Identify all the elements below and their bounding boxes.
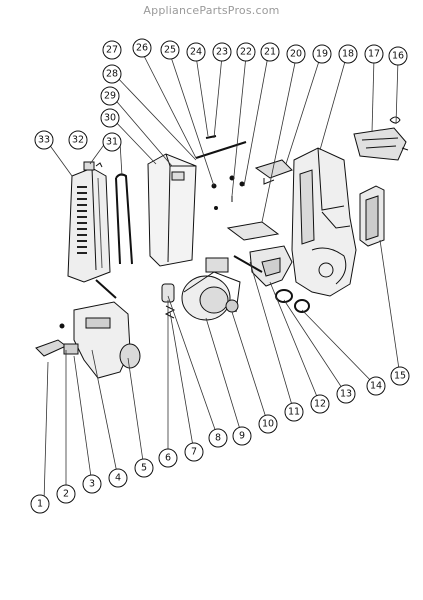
part-10-fan-insert: [225, 299, 239, 313]
callout-12: 12: [310, 394, 330, 414]
callout-6: 6: [158, 448, 178, 468]
callout-9: 9: [232, 426, 252, 446]
callout-14-label: 14: [370, 381, 382, 392]
callout-11: 11: [284, 402, 304, 422]
callout-28: 28: [102, 64, 122, 84]
callout-16: 16: [388, 46, 408, 66]
part-5-base-nozzle: [73, 279, 141, 379]
part-2-screw: [59, 323, 65, 329]
part-32-latch: [83, 161, 103, 171]
callout-17-label: 17: [368, 49, 380, 60]
callout-5: 5: [134, 458, 154, 478]
part-3-plate: [63, 343, 79, 355]
callout-27: 27: [102, 40, 122, 60]
callout-24: 24: [186, 42, 206, 62]
callout-20-label: 20: [290, 49, 302, 60]
callout-22-label: 22: [240, 47, 252, 58]
callout-28-label: 28: [106, 69, 118, 80]
callout-32-label: 32: [72, 135, 84, 146]
callout-23: 23: [212, 42, 232, 62]
callout-33-label: 33: [38, 135, 50, 146]
callout-31: 31: [102, 132, 122, 152]
leader-lines: [43, 51, 401, 503]
callout-16-label: 16: [392, 51, 404, 62]
part-1-pedal: [35, 339, 67, 357]
callout-15: 15: [390, 366, 410, 386]
callout-13: 13: [336, 384, 356, 404]
callout-5-label: 5: [141, 463, 147, 474]
watermark-text: AppliancePartsPros.com: [143, 4, 280, 17]
callout-15-label: 15: [394, 371, 406, 382]
callout-1: 1: [30, 494, 50, 514]
callout-27-label: 27: [106, 45, 118, 56]
part-12-duct: [249, 245, 293, 287]
callout-7-label: 7: [191, 447, 197, 458]
callout-1-label: 1: [37, 499, 43, 510]
callout-29: 29: [100, 86, 120, 106]
callout-12-label: 12: [314, 399, 326, 410]
callout-30-label: 30: [104, 113, 116, 124]
callout-31-label: 31: [106, 137, 118, 148]
callout-26: 26: [132, 38, 152, 58]
part-31-wire-frame: [115, 173, 133, 265]
callout-7: 7: [184, 442, 204, 462]
part-16-clip: [389, 116, 409, 151]
callout-21: 21: [260, 42, 280, 62]
callout-13-label: 13: [340, 389, 352, 400]
callout-10: 10: [258, 414, 278, 434]
callout-19: 19: [312, 44, 332, 64]
part-22-filter-pad: [226, 221, 280, 241]
callout-11-label: 11: [288, 407, 300, 418]
callout-22: 22: [236, 42, 256, 62]
part-30-bag-housing: [147, 153, 197, 267]
callout-14: 14: [366, 376, 386, 396]
callout-4: 4: [108, 468, 128, 488]
callout-8: 8: [208, 428, 228, 448]
callout-17: 17: [364, 44, 384, 64]
callout-25: 25: [160, 40, 180, 60]
callout-24-label: 24: [190, 47, 202, 58]
part-9-motor: [181, 257, 241, 321]
callout-2-label: 2: [63, 489, 69, 500]
part-8-brush-holder: [161, 283, 175, 303]
callout-18-label: 18: [342, 49, 354, 60]
callout-group: 1 2 3 4 5 6 7 8 9 10 11 12 13 14 15 16 1…: [30, 38, 410, 514]
callout-10-label: 10: [262, 419, 274, 430]
callout-30: 30: [100, 108, 120, 128]
callout-18: 18: [338, 44, 358, 64]
callout-23-label: 23: [216, 47, 228, 58]
part-11-strap: [233, 255, 263, 273]
callout-8-label: 8: [215, 433, 221, 444]
part-14-washer: [294, 299, 310, 313]
callout-20: 20: [286, 44, 306, 64]
callout-32: 32: [68, 130, 88, 150]
part-27-rod: [195, 141, 247, 159]
callout-3-label: 3: [89, 479, 95, 490]
callout-2: 2: [56, 484, 76, 504]
part-15-side-filter: [359, 185, 385, 247]
callout-19-label: 19: [316, 49, 328, 60]
callout-3: 3: [82, 474, 102, 494]
callout-4-label: 4: [115, 473, 121, 484]
callout-6-label: 6: [165, 453, 171, 464]
callout-21-label: 21: [264, 47, 276, 58]
callout-29-label: 29: [104, 91, 116, 102]
callout-26-label: 26: [136, 43, 148, 54]
callout-33: 33: [34, 130, 54, 150]
callout-25-label: 25: [164, 45, 176, 56]
part-18-main-housing: [291, 147, 357, 297]
part-33-front-cover: [67, 167, 111, 283]
part-17-handle-cover: [353, 127, 407, 161]
callout-9-label: 9: [239, 431, 245, 442]
part-25-24-hardware: [205, 135, 245, 210]
